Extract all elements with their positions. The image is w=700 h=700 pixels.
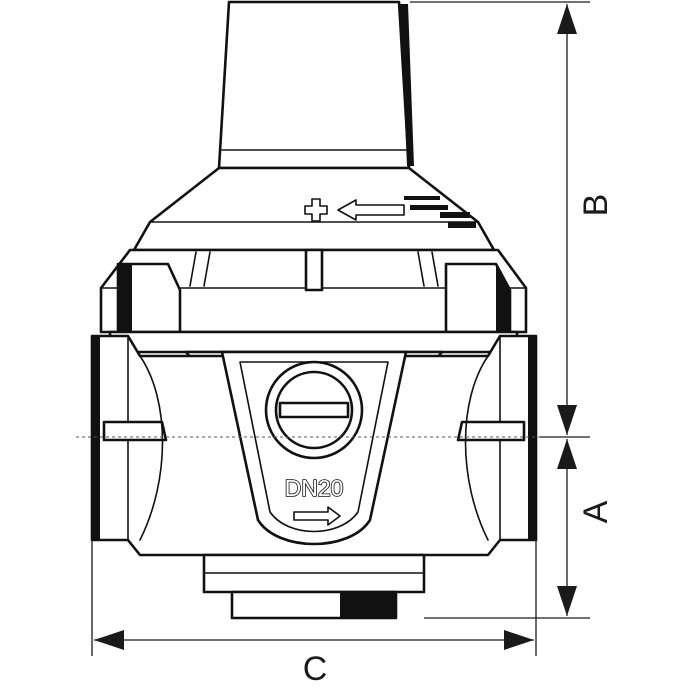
bottom-plug [202,553,426,620]
dimension-b-label: B [577,194,615,217]
extension-lines [91,1,590,656]
flow-direction-arrow-icon [293,506,341,526]
bonnet-cone [132,166,496,252]
gauge-port-panel: DN20 [220,350,408,546]
adjustment-cap [217,0,414,170]
dimension-a: A [557,439,615,616]
dimension-a-label: A [577,500,615,523]
size-marking: DN20 [285,475,344,501]
gauge-port-plug [264,360,364,460]
dimension-c-label: C [303,650,328,688]
dimension-c: C [94,630,534,688]
clamp-collar [99,248,528,334]
adjust-direction-arrow-icon [337,199,405,221]
dimension-b: B [557,4,615,435]
scale-marks [404,196,476,228]
plus-sign-icon [304,198,328,222]
